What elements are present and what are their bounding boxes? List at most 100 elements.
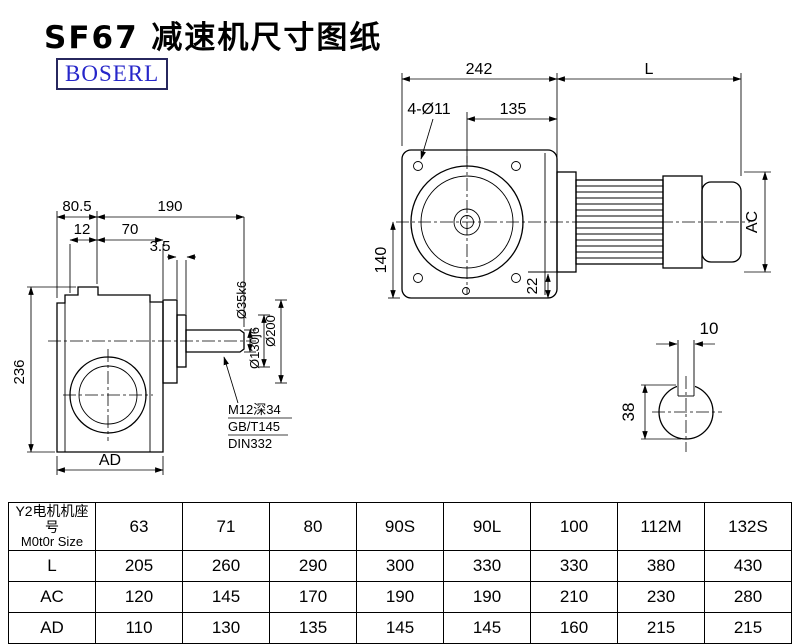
input-flange-plate: [162, 299, 178, 384]
table-cell: 280: [704, 581, 792, 614]
motor-label-en: M0t0r Size: [20, 534, 84, 550]
dimension-L: L: [556, 61, 742, 176]
dimension-190: 190: [96, 198, 245, 327]
dimension-12: 12: [69, 221, 98, 293]
table-cell: 205: [95, 550, 183, 583]
table-cell: 330: [443, 550, 531, 583]
output-flange-outer-circle: [410, 165, 524, 279]
table-row-L: L 205 260 290 300 330 330 380 430: [8, 550, 792, 583]
table-cell: 145: [182, 581, 270, 614]
table-row-AC: AC 120 145 170 190 190 210 230 280: [8, 581, 792, 614]
dim-70-label: 70: [122, 221, 139, 238]
mounting-hole: [462, 287, 470, 295]
table-cell: 380: [617, 550, 705, 583]
mounting-hole: [511, 161, 521, 171]
dimension-3-5: 3.5: [150, 238, 196, 314]
table-cell: 260: [182, 550, 270, 583]
table-cell: 215: [617, 612, 705, 644]
dimension-flange-diameter: Ø200: [263, 299, 287, 384]
table-cell: 190: [356, 581, 444, 614]
dimension-shaft-diameter: Ø35k6: [234, 281, 256, 353]
dim-80-5-label: 80.5: [62, 198, 91, 215]
table-cell: 215: [704, 612, 792, 644]
shaft-dia-38-label: 38: [619, 403, 638, 422]
table-cell: 230: [617, 581, 705, 614]
table-cell: 190: [443, 581, 531, 614]
table-cell: 170: [269, 581, 357, 614]
dim-190-label: 190: [157, 198, 182, 215]
dim-L-label: L: [645, 61, 654, 78]
dimension-22: 22: [524, 273, 551, 299]
table-cell: 110: [95, 612, 183, 644]
gearbox-housing-side: [56, 286, 164, 453]
table-cell: 132S: [704, 501, 792, 552]
mounting-hole: [511, 273, 521, 283]
dimension-70: 70: [96, 221, 164, 299]
holes-4xd11-label: 4-Ø11: [407, 101, 450, 118]
dimension-242: 242: [401, 61, 558, 166]
mounting-hole: [413, 161, 423, 171]
shaft-section-view: 10 38: [619, 319, 722, 452]
side-view: 80.5 190 12 70 3.5 236: [11, 198, 292, 475]
row-label-cell: AC: [8, 581, 96, 614]
table-cell: 300: [356, 550, 444, 583]
front-view: 242 L 135 4-Ø11 140 22 AC: [373, 61, 771, 299]
table-cell: 145: [443, 612, 531, 644]
motor-label-cn: Y2电机机座号: [15, 503, 89, 536]
dim-AC-label: AC: [744, 211, 761, 233]
dim-242-label: 242: [466, 61, 493, 78]
dimension-AC: AC: [744, 171, 771, 273]
technical-drawing: 242 L 135 4-Ø11 140 22 AC: [11, 61, 771, 475]
dim-12-label: 12: [74, 221, 91, 238]
thread-note-block: M12深34 GB/T145 DIN332: [223, 356, 292, 451]
motor-fan-cover: [701, 181, 742, 263]
table-cell: 90L: [443, 501, 531, 552]
dim-140-label: 140: [373, 247, 390, 274]
dim-AD-label: AD: [99, 452, 121, 469]
table-cell: 130: [182, 612, 270, 644]
thread-note: M12深34: [228, 402, 281, 417]
table-cell: 145: [356, 612, 444, 644]
row-label-cell: AD: [8, 612, 96, 644]
table-cell: 210: [530, 581, 618, 614]
table-cell: 71: [182, 501, 270, 552]
dim-22-label: 22: [524, 278, 541, 295]
dimension-140: 140: [373, 221, 400, 299]
table-cell: 112M: [617, 501, 705, 552]
table-cell: 160: [530, 612, 618, 644]
dim-3-5-label: 3.5: [150, 238, 171, 255]
keyway-width-label: 10: [700, 319, 719, 338]
shaft-dia-label: Ø35k6: [234, 281, 249, 319]
dimension-80-5: 80.5: [56, 198, 98, 298]
gb-standard-note: GB/T145: [228, 419, 280, 434]
motor-dimension-table: Y2电机机座号 M0t0r Size 63 71 80 90S 90L 100 …: [8, 501, 792, 644]
table-cell: 330: [530, 550, 618, 583]
output-bore-inner-circle: [78, 365, 138, 425]
table-cell: 430: [704, 550, 792, 583]
boserl-logo-text: BOSERL: [65, 61, 160, 86]
shaft-hub-circle: [453, 208, 481, 236]
table-cell: 100: [530, 501, 618, 552]
boserl-logo: BOSERL: [56, 58, 169, 90]
table-row-sizes: Y2电机机座号 M0t0r Size 63 71 80 90S 90L 100 …: [8, 501, 792, 552]
table-cell: 90S: [356, 501, 444, 552]
table-row-AD: AD 110 130 135 145 145 160 215 215: [8, 612, 792, 644]
dim-236-label: 236: [11, 359, 28, 384]
dimension-135-and-holes: 135 4-Ø11: [407, 101, 558, 163]
table-cell: 63: [95, 501, 183, 552]
din-standard-note: DIN332: [228, 436, 272, 451]
input-shaft: [185, 329, 245, 353]
mounting-hole: [413, 273, 423, 283]
table-cell: 120: [95, 581, 183, 614]
dimension-AD: AD: [56, 452, 164, 475]
output-bore-outer-circle: [69, 356, 147, 434]
dimension-38: 38: [619, 384, 681, 440]
dimension-10: 10: [656, 319, 719, 347]
table-cell: 135: [269, 612, 357, 644]
page-title: SF67 减速机尺寸图纸: [44, 20, 383, 56]
spigot-dia-label: Ø130j6: [247, 327, 262, 369]
table-cell: 80: [269, 501, 357, 552]
dim-135-label: 135: [500, 101, 527, 118]
row-label-cell: L: [8, 550, 96, 583]
shaft-bore-circle: [460, 215, 474, 229]
